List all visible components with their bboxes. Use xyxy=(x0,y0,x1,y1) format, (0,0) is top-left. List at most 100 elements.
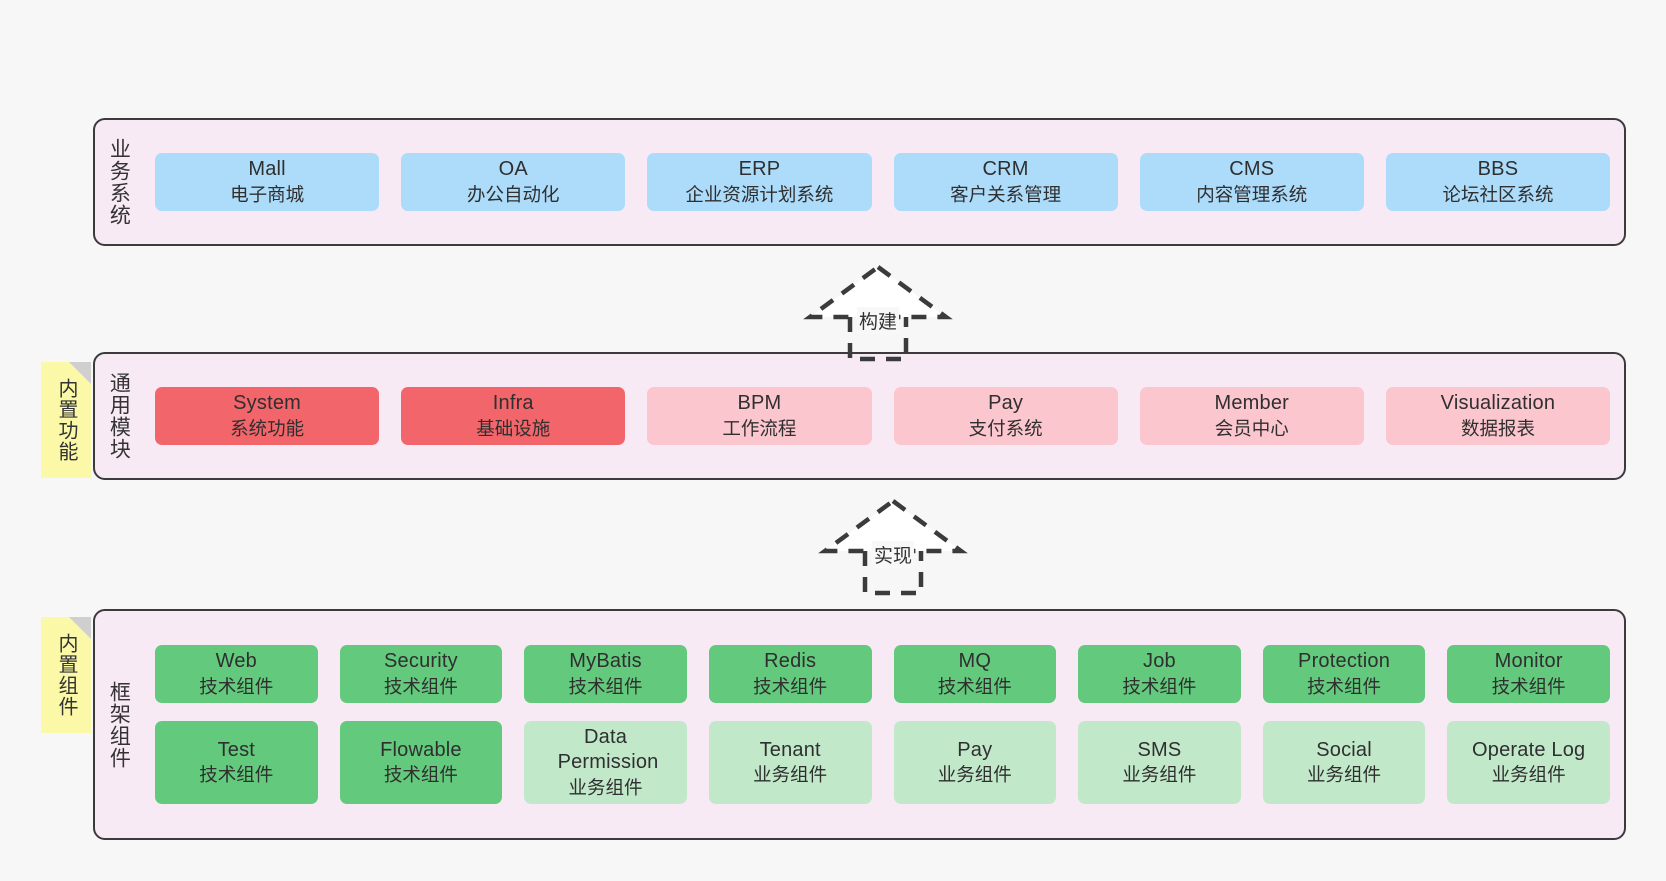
card-title-en: Member xyxy=(1214,392,1290,415)
card-title-en: Web xyxy=(215,650,257,673)
card-member[interactable]: Member 会员中心 xyxy=(1139,387,1364,445)
card-mq[interactable]: MQ 技术组件 xyxy=(893,645,1057,703)
card-row-business: Test 技术组件 Flowable 技术组件 Data Permission … xyxy=(155,720,1610,804)
card-title-en: MQ xyxy=(958,650,992,673)
card-system[interactable]: System 系统功能 xyxy=(155,387,380,445)
card-row: System 系统功能 Infra 基础设施 BPM 工作流程 Pay 支付系统… xyxy=(155,387,1611,445)
card-job[interactable]: Job 技术组件 xyxy=(1078,645,1241,703)
card-monitor[interactable]: Monitor 技术组件 xyxy=(1447,645,1610,703)
card-title-cn: 支付系统 xyxy=(968,417,1043,439)
card-visualization[interactable]: Visualization 数据报表 xyxy=(1385,387,1611,445)
band-body-framework-component: Web 技术组件 Security 技术组件 MyBatis 技术组件 Redi… xyxy=(141,611,1624,838)
card-tenant[interactable]: Tenant 业务组件 xyxy=(708,720,872,804)
card-crm[interactable]: CRM 客户关系管理 xyxy=(893,153,1118,211)
card-title-cn: 技术组件 xyxy=(1491,676,1566,698)
connector-implement-arrow-icon xyxy=(818,498,968,596)
connector-implement-label: 实现 xyxy=(871,541,915,568)
card-title-en: Visualization xyxy=(1440,392,1556,415)
card-bpm[interactable]: BPM 工作流程 xyxy=(647,387,872,445)
card-oa[interactable]: OA 办公自动化 xyxy=(401,153,626,211)
card-security[interactable]: Security 技术组件 xyxy=(339,645,503,703)
card-title-cn: 业务组件 xyxy=(1491,764,1566,786)
card-mybatis[interactable]: MyBatis 技术组件 xyxy=(524,645,687,703)
band-framework-component: 框架组件 Web 技术组件 Security 技术组件 MyBatis 技术组件… xyxy=(93,609,1626,840)
card-title-cn: 工作流程 xyxy=(722,417,797,439)
band-body-business-system: Mall 电子商城 OA 办公自动化 ERP 企业资源计划系统 CRM 客户关系… xyxy=(141,120,1624,244)
card-title-cn: 技术组件 xyxy=(1307,676,1382,698)
card-flowable[interactable]: Flowable 技术组件 xyxy=(339,720,503,804)
band-title-common-module: 通用模块 xyxy=(107,372,131,460)
card-title-en: BBS xyxy=(1477,158,1519,181)
sticky-note-builtin-function: 内置功能 xyxy=(41,362,91,478)
connector-build: 构建 xyxy=(798,263,958,363)
card-title-cn: 数据报表 xyxy=(1460,417,1535,439)
card-title-cn: 业务组件 xyxy=(937,764,1012,786)
band-title-business-system: 业务系统 xyxy=(107,138,131,226)
card-redis[interactable]: Redis 技术组件 xyxy=(708,645,872,703)
card-title-cn: 业务组件 xyxy=(1307,764,1382,786)
card-title-cn: 业务组件 xyxy=(753,764,828,786)
card-title-cn: 企业资源计划系统 xyxy=(685,183,834,205)
card-pay[interactable]: Pay 支付系统 xyxy=(893,387,1118,445)
card-title-en: BPM xyxy=(737,392,782,415)
card-title-cn: 业务组件 xyxy=(1122,764,1197,786)
card-row-technical: Web 技术组件 Security 技术组件 MyBatis 技术组件 Redi… xyxy=(155,645,1610,703)
card-web[interactable]: Web 技术组件 xyxy=(155,645,318,703)
card-title-cn: 技术组件 xyxy=(568,676,643,698)
card-row: Mall 电子商城 OA 办公自动化 ERP 企业资源计划系统 CRM 客户关系… xyxy=(155,153,1611,211)
card-protection[interactable]: Protection 技术组件 xyxy=(1262,645,1426,703)
card-title-en: CRM xyxy=(982,158,1029,181)
card-title-en: Pay xyxy=(988,392,1024,415)
card-title-en: Monitor xyxy=(1494,650,1563,673)
card-bbs[interactable]: BBS 论坛社区系统 xyxy=(1385,153,1611,211)
band-business-system: 业务系统 Mall 电子商城 OA 办公自动化 ERP 企业资源计划系统 CRM… xyxy=(93,118,1626,246)
card-title-en: Social xyxy=(1316,738,1372,761)
card-title-cn: 技术组件 xyxy=(753,676,828,698)
card-title-cn: 论坛社区系统 xyxy=(1442,183,1554,205)
card-mall[interactable]: Mall 电子商城 xyxy=(155,153,380,211)
card-title-cn: 基础设施 xyxy=(476,417,551,439)
card-title-en: CMS xyxy=(1229,158,1275,181)
card-title-cn: 客户关系管理 xyxy=(950,183,1062,205)
card-title-en: Job xyxy=(1143,650,1176,673)
card-operate-log[interactable]: Operate Log 业务组件 xyxy=(1447,720,1610,804)
card-data-permission[interactable]: Data Permission 业务组件 xyxy=(524,720,687,804)
sticky-note-label: 内置功能 xyxy=(55,378,77,462)
card-title-cn: 技术组件 xyxy=(937,676,1012,698)
sticky-note-label: 内置组件 xyxy=(55,633,77,717)
sticky-note-builtin-component: 内置组件 xyxy=(41,617,91,733)
card-title-en: Redis xyxy=(764,650,817,673)
card-title-cn: 技术组件 xyxy=(199,764,274,786)
card-title-cn: 技术组件 xyxy=(199,676,274,698)
sticky-fold-corner-icon xyxy=(69,362,91,384)
connector-implement: 实现 xyxy=(813,497,973,597)
card-title-cn: 业务组件 xyxy=(568,776,643,798)
connector-build-arrow-icon xyxy=(803,264,953,362)
card-title-en: Flowable xyxy=(380,738,462,761)
card-title-cn: 技术组件 xyxy=(383,764,458,786)
card-title-en: Pay xyxy=(957,738,993,761)
card-social[interactable]: Social 业务组件 xyxy=(1262,720,1426,804)
card-test[interactable]: Test 技术组件 xyxy=(155,720,318,804)
sticky-fold-corner-icon xyxy=(69,617,91,639)
card-title-en: Mall xyxy=(248,158,286,181)
card-title-cn: 内容管理系统 xyxy=(1196,183,1308,205)
band-body-common-module: System 系统功能 Infra 基础设施 BPM 工作流程 Pay 支付系统… xyxy=(141,354,1624,478)
card-erp[interactable]: ERP 企业资源计划系统 xyxy=(647,153,872,211)
card-pay-business[interactable]: Pay 业务组件 xyxy=(893,720,1057,804)
card-cms[interactable]: CMS 内容管理系统 xyxy=(1139,153,1364,211)
card-title-en: Infra xyxy=(492,392,534,415)
card-infra[interactable]: Infra 基础设施 xyxy=(401,387,626,445)
band-title-framework-component: 框架组件 xyxy=(107,680,131,769)
card-title-cn: 会员中心 xyxy=(1214,417,1289,439)
card-title-en: SMS xyxy=(1137,738,1182,761)
card-sms[interactable]: SMS 业务组件 xyxy=(1078,720,1241,804)
card-title-cn: 办公自动化 xyxy=(467,183,560,205)
card-title-en: Tenant xyxy=(759,738,821,761)
card-title-cn: 技术组件 xyxy=(383,676,458,698)
card-title-en: ERP xyxy=(738,158,781,181)
card-title-en: System xyxy=(233,392,302,415)
card-title-cn: 技术组件 xyxy=(1122,676,1197,698)
connector-build-label: 构建 xyxy=(856,307,900,334)
card-title-cn: 系统功能 xyxy=(230,417,305,439)
